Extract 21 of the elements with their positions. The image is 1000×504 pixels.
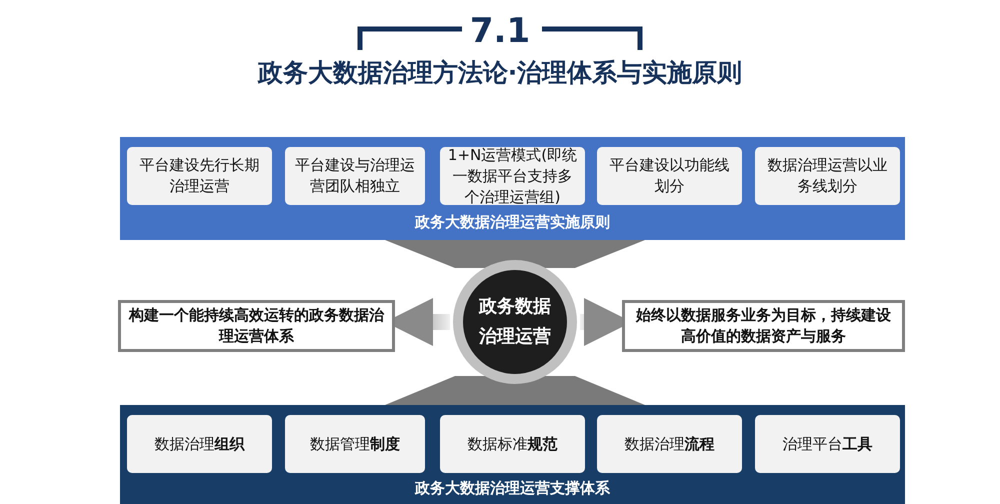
panel-title: 政务大数据治理运营支撑体系 (414, 479, 611, 498)
funnel-connector (385, 240, 645, 268)
panel (120, 137, 905, 240)
panel (120, 405, 905, 504)
principle-box: 1+N运营模式(即统一数据平台支持多个治理运营组) (440, 147, 585, 205)
title: 政务大数据治理方法论·治理体系与实施原则 (256, 57, 744, 89)
principle-box: 平台建设以功能线划分 (597, 147, 742, 205)
panel-title: 政务大数据治理运营实施原则 (414, 213, 611, 232)
circle-label: 政务数据治理运营 (478, 295, 552, 349)
section-number: 7.1 (468, 12, 532, 50)
principle-box: 数据治理流程 (597, 415, 742, 473)
principle-box: 治理平台工具 (755, 415, 900, 473)
principle-box: 数据治理组织 (127, 415, 272, 473)
principle-box: 数据管理制度 (285, 415, 425, 473)
principle-box: 数据标准规范 (440, 415, 585, 473)
goal-box: 始终以数据服务业务为目标，持续建设高价值的数据资产与服务 (622, 300, 905, 352)
principle-box: 平台建设先行长期治理运营 (127, 147, 272, 205)
principle-box: 平台建设与治理运营团队相独立 (285, 147, 425, 205)
goal-box: 构建一个能持续高效运转的政务数据治理运营体系 (118, 300, 395, 352)
funnel-connector (385, 376, 645, 405)
principle-box: 数据治理运营以业务线划分 (755, 147, 900, 205)
